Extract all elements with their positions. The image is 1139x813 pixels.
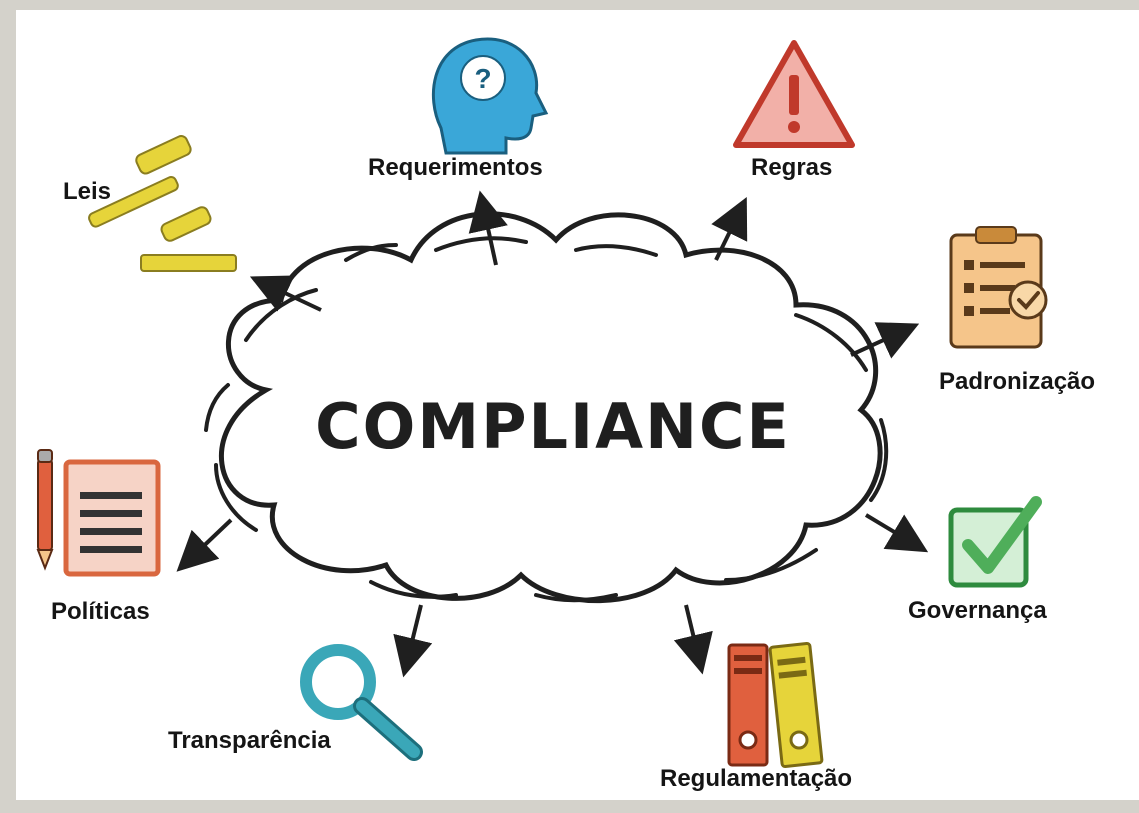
svg-text:?: ? [474, 63, 491, 94]
clipboard-check-icon [949, 226, 1048, 349]
binders-icon [727, 642, 824, 768]
label-transparencia: Transparência [168, 727, 331, 754]
label-governanca: Governança [908, 597, 1047, 624]
cloud-shape [219, 211, 883, 604]
diagram-canvas: COMPLIANCE ? [16, 10, 1139, 800]
head-question-icon: ? [431, 37, 549, 155]
arrow-requerimentos [468, 190, 508, 266]
center-title: COMPLIANCE [315, 390, 791, 463]
label-requerimentos: Requerimentos [368, 154, 543, 181]
magnifier-icon [300, 644, 423, 761]
gavel-icon [88, 135, 237, 272]
arrow-regras [711, 197, 748, 261]
label-politicas: Políticas [51, 598, 150, 625]
arrow-padronizacao [850, 322, 920, 359]
checkbox-icon [948, 496, 1042, 588]
diagram-svg: COMPLIANCE ? [36, 37, 1048, 768]
arrow-governanca [864, 513, 929, 553]
warning-icon [733, 40, 855, 148]
cloud-sketch-lines [204, 236, 889, 603]
label-padronizacao: Padronização [939, 368, 1096, 395]
label-leis: Leis [63, 178, 112, 205]
document-pencil-icon [36, 449, 161, 577]
arrow-regulamentacao [673, 604, 713, 675]
label-regras: Regras [751, 154, 833, 181]
arrow-leis [249, 275, 322, 312]
arrow-transparencia [393, 604, 433, 678]
connector-arrows [176, 190, 929, 678]
arrow-politicas [176, 518, 233, 572]
label-regulamentacao: Regulamentação [660, 765, 853, 792]
